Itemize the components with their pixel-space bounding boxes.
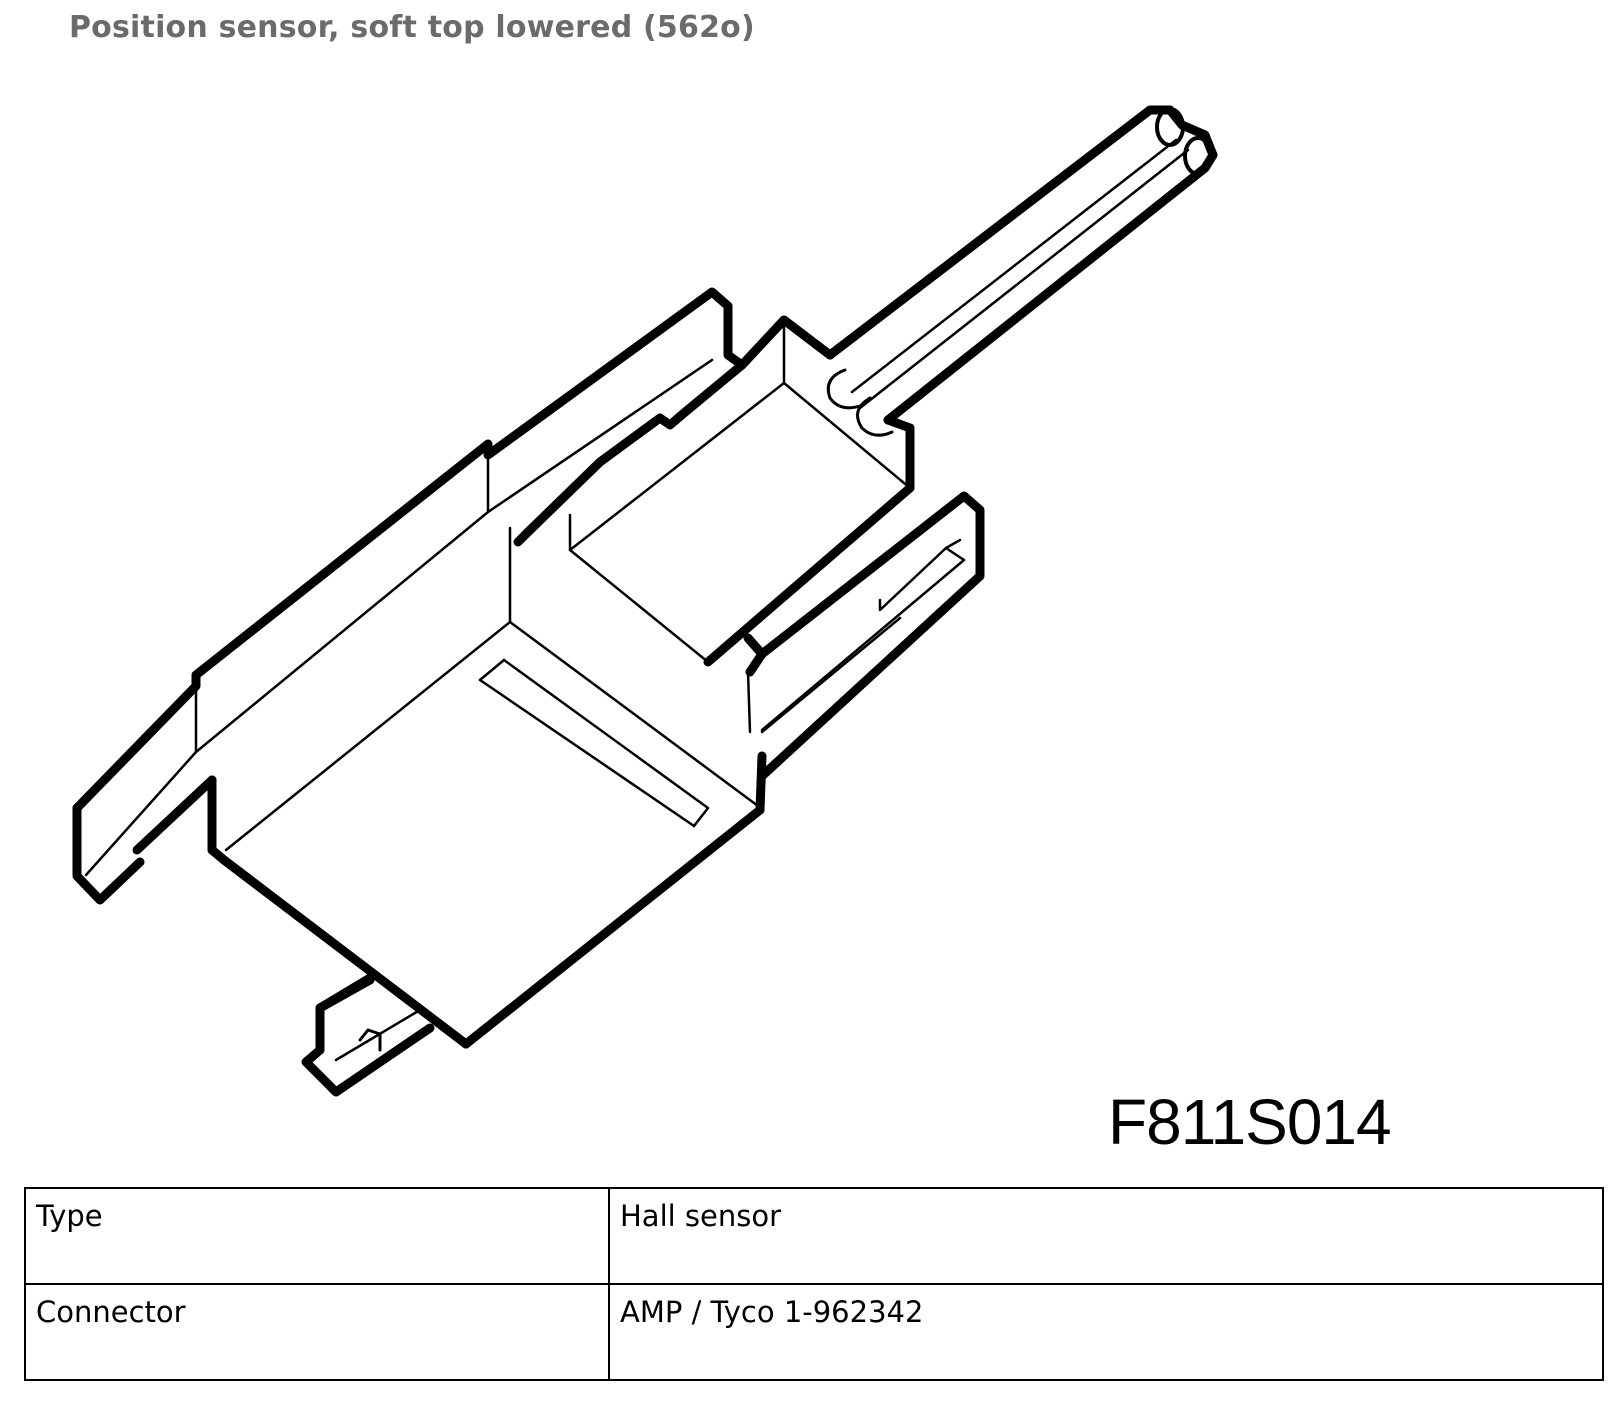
cable-pair — [825, 105, 1218, 437]
connector-sensor-drawing — [72, 105, 1218, 1097]
inner-upper-box — [568, 315, 915, 667]
main-body — [207, 526, 767, 1049]
spec-table: Type Hall sensor Connector AMP / Tyco 1-… — [24, 1187, 1604, 1381]
right-rail — [757, 491, 985, 781]
table-row: Type Hall sensor — [24, 1187, 1604, 1285]
spec-label-connector: Connector — [24, 1283, 610, 1381]
upper-rail — [72, 287, 747, 905]
table-row: Connector AMP / Tyco 1-962342 — [24, 1283, 1604, 1381]
spec-value-type: Hall sensor — [608, 1187, 1604, 1285]
spec-label-type: Type — [24, 1187, 610, 1285]
page-title: Position sensor, soft top lowered (562o) — [69, 10, 755, 45]
spec-value-connector: AMP / Tyco 1-962342 — [608, 1283, 1604, 1381]
latch-tab — [301, 973, 435, 1097]
figure-code: F811S014 — [1108, 1086, 1392, 1158]
